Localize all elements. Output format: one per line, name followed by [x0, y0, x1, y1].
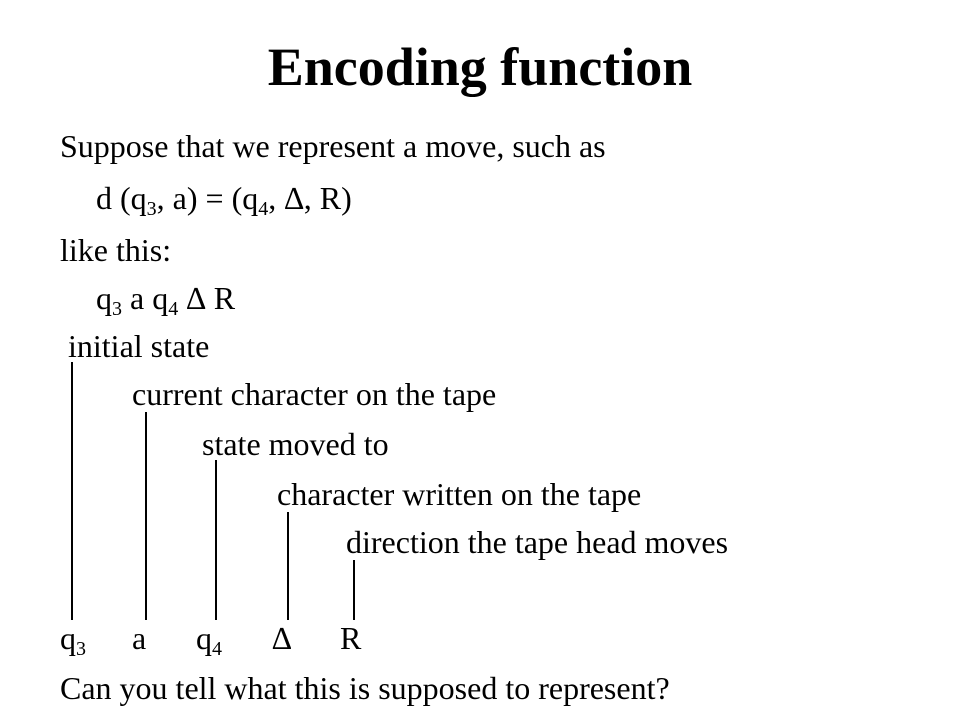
symbol-r: R [340, 620, 362, 656]
slide-title: Encoding function [267, 37, 693, 97]
symbol-q3: q3 [60, 618, 86, 660]
symbol-a: a [132, 620, 147, 656]
encoded-part: a q [122, 280, 169, 316]
intro-text: Suppose that we represent a move, such a… [60, 128, 606, 164]
label-state-moved-to: state moved to [202, 426, 389, 462]
move-example-part: , ∆, R) [268, 180, 352, 216]
subscript: 4 [168, 298, 179, 320]
pointer-line-state-moved-to [215, 460, 217, 620]
encoded-example: q3 a q4 ∆ R [96, 278, 236, 320]
subscript: 3 [146, 198, 157, 220]
move-example: d (q3, a) = (q4, ∆, R) [96, 178, 352, 220]
symbol-letter: q [196, 620, 212, 656]
move-example-part: , a) = (q [156, 180, 259, 216]
subscript: 3 [76, 638, 86, 660]
pointer-line-initial-state [71, 362, 73, 620]
subscript: 3 [112, 298, 122, 320]
label-initial-state: initial state [68, 328, 210, 364]
like-this-text: like this: [60, 232, 172, 268]
subscript: 4 [212, 638, 222, 660]
question-text: Can you tell what this is supposed to re… [60, 670, 670, 706]
symbol-delta: ∆ [272, 620, 292, 656]
encoded-part: q [96, 280, 112, 316]
symbol-letter: q [60, 620, 76, 656]
pointer-line-current-character [145, 412, 147, 620]
pointer-line-direction [353, 560, 355, 620]
subscript: 4 [258, 198, 269, 220]
label-character-written: character written on the tape [277, 476, 642, 512]
encoded-part: ∆ R [178, 280, 236, 316]
move-example-part: d (q [96, 180, 147, 216]
label-direction: direction the tape head moves [346, 524, 729, 560]
symbol-q4: q4 [196, 618, 222, 660]
pointer-line-character-written [287, 512, 289, 620]
label-current-character: current character on the tape [132, 376, 497, 412]
